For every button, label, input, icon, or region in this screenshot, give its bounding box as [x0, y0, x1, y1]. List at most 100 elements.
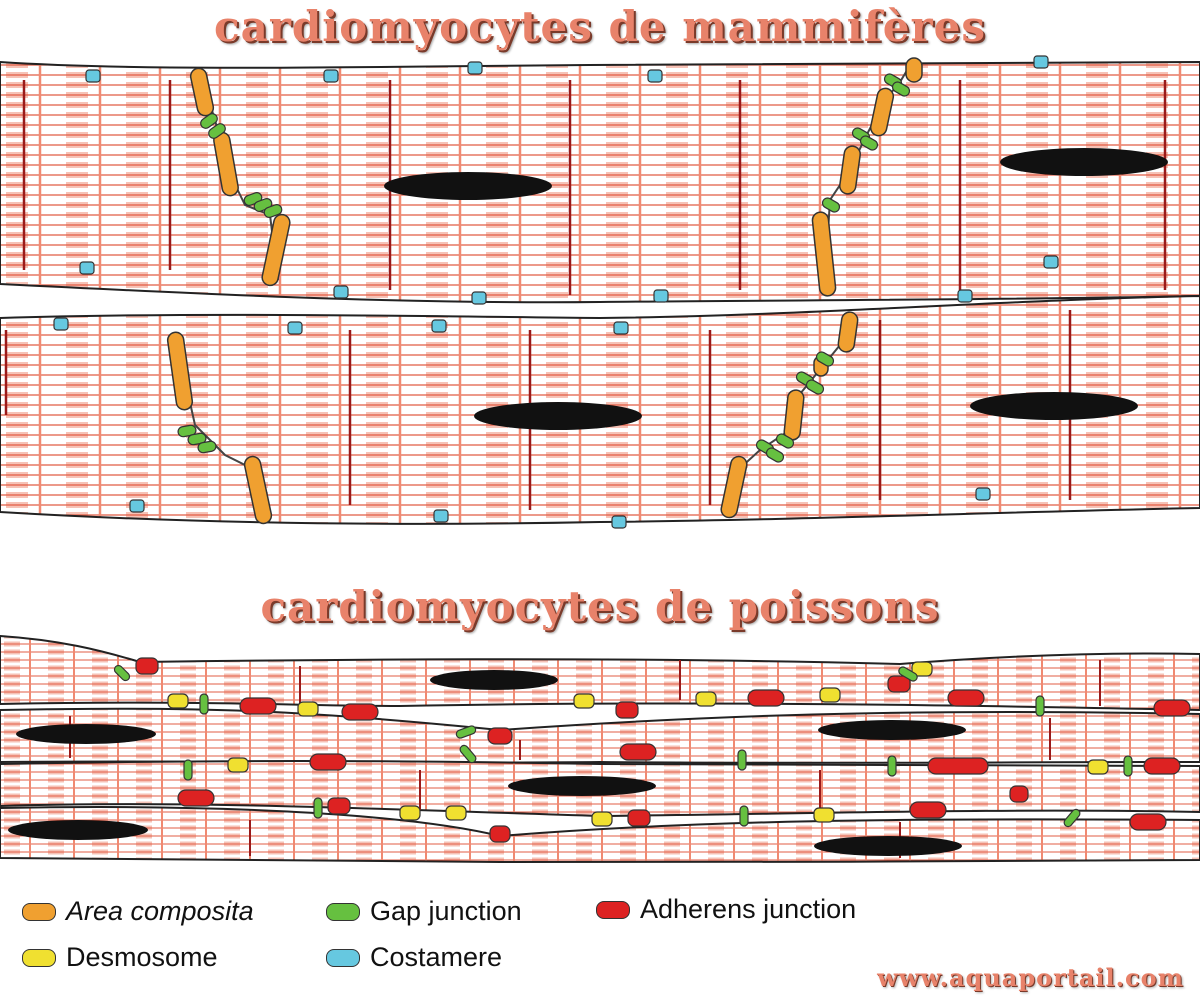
desmosome: [573, 693, 595, 709]
mammal-cell-row-1: [0, 60, 1200, 304]
website-watermark[interactable]: www.aquaportail.com: [877, 963, 1184, 992]
legend-label: Costamere: [370, 942, 503, 972]
desmosome: [227, 757, 249, 773]
costamere: [653, 289, 669, 303]
adherens-junction: [1009, 785, 1029, 803]
desmosome: [591, 811, 613, 827]
legend-costamere: Costamere: [326, 942, 502, 973]
costamere: [957, 289, 973, 303]
fish-cells: [0, 634, 1200, 864]
gap-junction: [821, 197, 841, 213]
gap-junction: [1063, 808, 1081, 828]
costamere-markers: [53, 55, 1059, 529]
gap-junction: [199, 693, 209, 715]
adherens-junction: [1153, 699, 1191, 717]
gap-junction: [208, 123, 226, 139]
desmosome: [1087, 759, 1109, 775]
gap-junction: [1035, 695, 1045, 717]
adherens-junction-swatch: [596, 900, 630, 919]
area-composita: [837, 311, 859, 353]
adherens-junction: [327, 797, 351, 815]
desmosome: [297, 701, 319, 717]
nucleus: [16, 724, 156, 744]
gap-junction: [313, 797, 323, 819]
costamere: [1033, 55, 1049, 69]
gap-junction: [739, 805, 749, 827]
gap-junction: [887, 755, 897, 777]
gap-junction: [898, 666, 918, 682]
nucleus: [384, 172, 552, 200]
gap-junction: [177, 424, 197, 438]
costamere: [611, 515, 627, 529]
adherens-junction: [619, 743, 657, 761]
costamere: [333, 285, 349, 299]
area-composita: [166, 331, 194, 411]
z-lines-mammal: [4, 80, 1167, 510]
adherens-junction: [487, 727, 513, 745]
gap-junction: [859, 135, 879, 151]
nucleus: [1000, 148, 1168, 176]
adherens-junction: [887, 675, 911, 693]
adherens-junction: [489, 825, 511, 843]
legend-label: Desmosome: [66, 942, 218, 972]
area-composita-swatch: [22, 902, 56, 921]
nucleus: [818, 720, 966, 740]
desmosome: [399, 805, 421, 821]
costamere: [53, 317, 69, 331]
costamere: [975, 487, 991, 501]
desmosome-swatch: [22, 948, 56, 967]
costamere: [433, 509, 449, 523]
costamere: [323, 69, 339, 83]
costamere: [613, 321, 629, 335]
legend-desmosome: Desmosome: [22, 942, 218, 973]
desmosome: [911, 661, 933, 677]
legend-label: Adherens junction: [640, 894, 857, 924]
area-composita: [720, 455, 748, 519]
gap-junction: [113, 664, 131, 682]
gap-junction-markers: [177, 73, 911, 463]
costamere: [79, 261, 95, 275]
adherens-junction: [177, 789, 215, 807]
desmosome: [695, 691, 717, 707]
costamere: [1043, 255, 1059, 269]
adherens-junction: [615, 701, 639, 719]
gap-junction: [765, 447, 785, 463]
nucleus: [508, 776, 656, 796]
adherens-junction: [309, 753, 347, 771]
fish-title: cardiomyocytes de poissons: [260, 582, 940, 631]
gap-junction: [197, 440, 217, 454]
nuclei-fish: [8, 670, 966, 856]
gap-junction: [775, 433, 795, 449]
costamere: [287, 321, 303, 335]
costamere: [467, 61, 483, 75]
gap-junction: [891, 81, 911, 97]
costamere: [129, 499, 145, 513]
gap-junction-swatch: [326, 902, 360, 921]
gap-junction: [200, 113, 218, 129]
area-composita: [811, 211, 837, 297]
gap-junction: [805, 379, 825, 395]
nuclei-mammal: [384, 148, 1168, 430]
nucleus: [814, 836, 962, 856]
desmosome: [819, 687, 841, 703]
legend-adherens-junction: Adherens junction: [596, 894, 856, 925]
gap-junction: [263, 204, 283, 218]
area-composita: [261, 213, 291, 287]
desmosome: [813, 807, 835, 823]
area-composita: [905, 57, 923, 83]
fish-cell-membrane: [0, 707, 1200, 764]
area-composita: [189, 67, 215, 117]
area-composita: [839, 145, 861, 195]
gap-junction: [183, 759, 193, 781]
costamere: [431, 319, 447, 333]
adherens-junction: [239, 697, 277, 715]
mammal-title: cardiomyocytes de mammifères: [214, 2, 986, 51]
gap-junction: [187, 432, 207, 446]
nucleus: [8, 820, 148, 840]
desmosome: [445, 805, 467, 821]
adherens-junction: [1143, 757, 1181, 775]
gap-junction-markers-fish: [113, 664, 1133, 828]
area-composita: [243, 455, 273, 525]
